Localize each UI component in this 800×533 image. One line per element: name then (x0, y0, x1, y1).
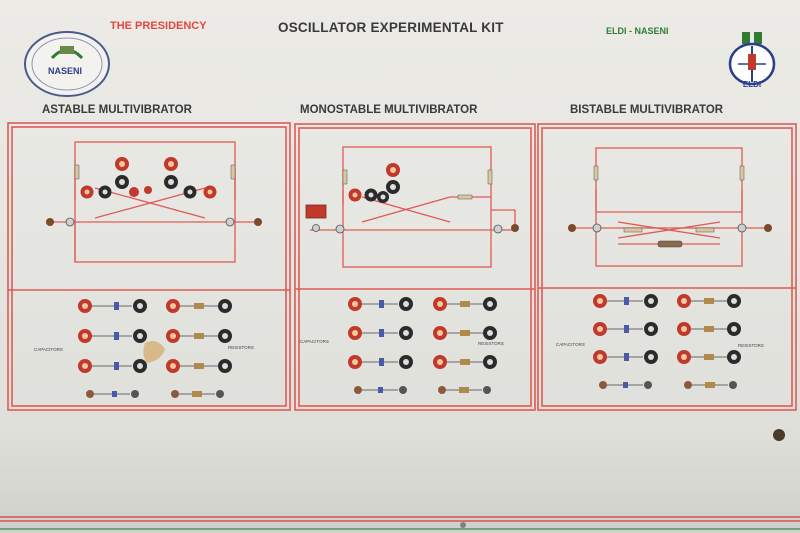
eldi-logo-text: ELDI (742, 80, 762, 89)
astable-terminals (46, 157, 262, 227)
bistable-resistors-label: RESISTORS (738, 343, 764, 348)
tape-strip (143, 341, 165, 363)
monostable-terminals (305, 163, 519, 234)
lower-shadow (0, 430, 800, 533)
astable-title: ASTABLE MULTIVIBRATOR (42, 104, 192, 116)
panel-title: OSCILLATOR EXPERIMENTAL KIT (278, 20, 504, 35)
astable-capacitors-label: CAPACITORS (34, 347, 63, 352)
presidency-label: THE PRESIDENCY (110, 20, 207, 32)
mounting-hole (773, 429, 785, 441)
astable-circuit (50, 141, 260, 263)
naseni-seal-icon (24, 31, 110, 97)
monostable-circuit (310, 146, 516, 268)
bistable-capacitors-label: CAPACITORS (556, 342, 585, 347)
bistable-component-area (593, 294, 741, 389)
monostable-component-area (348, 297, 497, 394)
eldi-logo-icon (728, 32, 776, 86)
bistable-circuit (570, 147, 770, 267)
bistable-terminals (568, 165, 772, 248)
monostable-resistors-label: RESISTORS (478, 341, 504, 346)
astable-component-area (78, 299, 232, 398)
eldi-naseni-label: ELDI - NASENI (606, 26, 669, 36)
monostable-title: MONOSTABLE MULTIVIBRATOR (300, 104, 478, 116)
naseni-logo-text: NASENI (47, 66, 82, 76)
monostable-capacitors-label: CAPACITORS (300, 339, 329, 344)
screw-icon (460, 522, 466, 528)
bistable-title: BISTABLE MULTIVIBRATOR (570, 104, 724, 116)
astable-resistors-label: RESISTORS (228, 345, 254, 350)
